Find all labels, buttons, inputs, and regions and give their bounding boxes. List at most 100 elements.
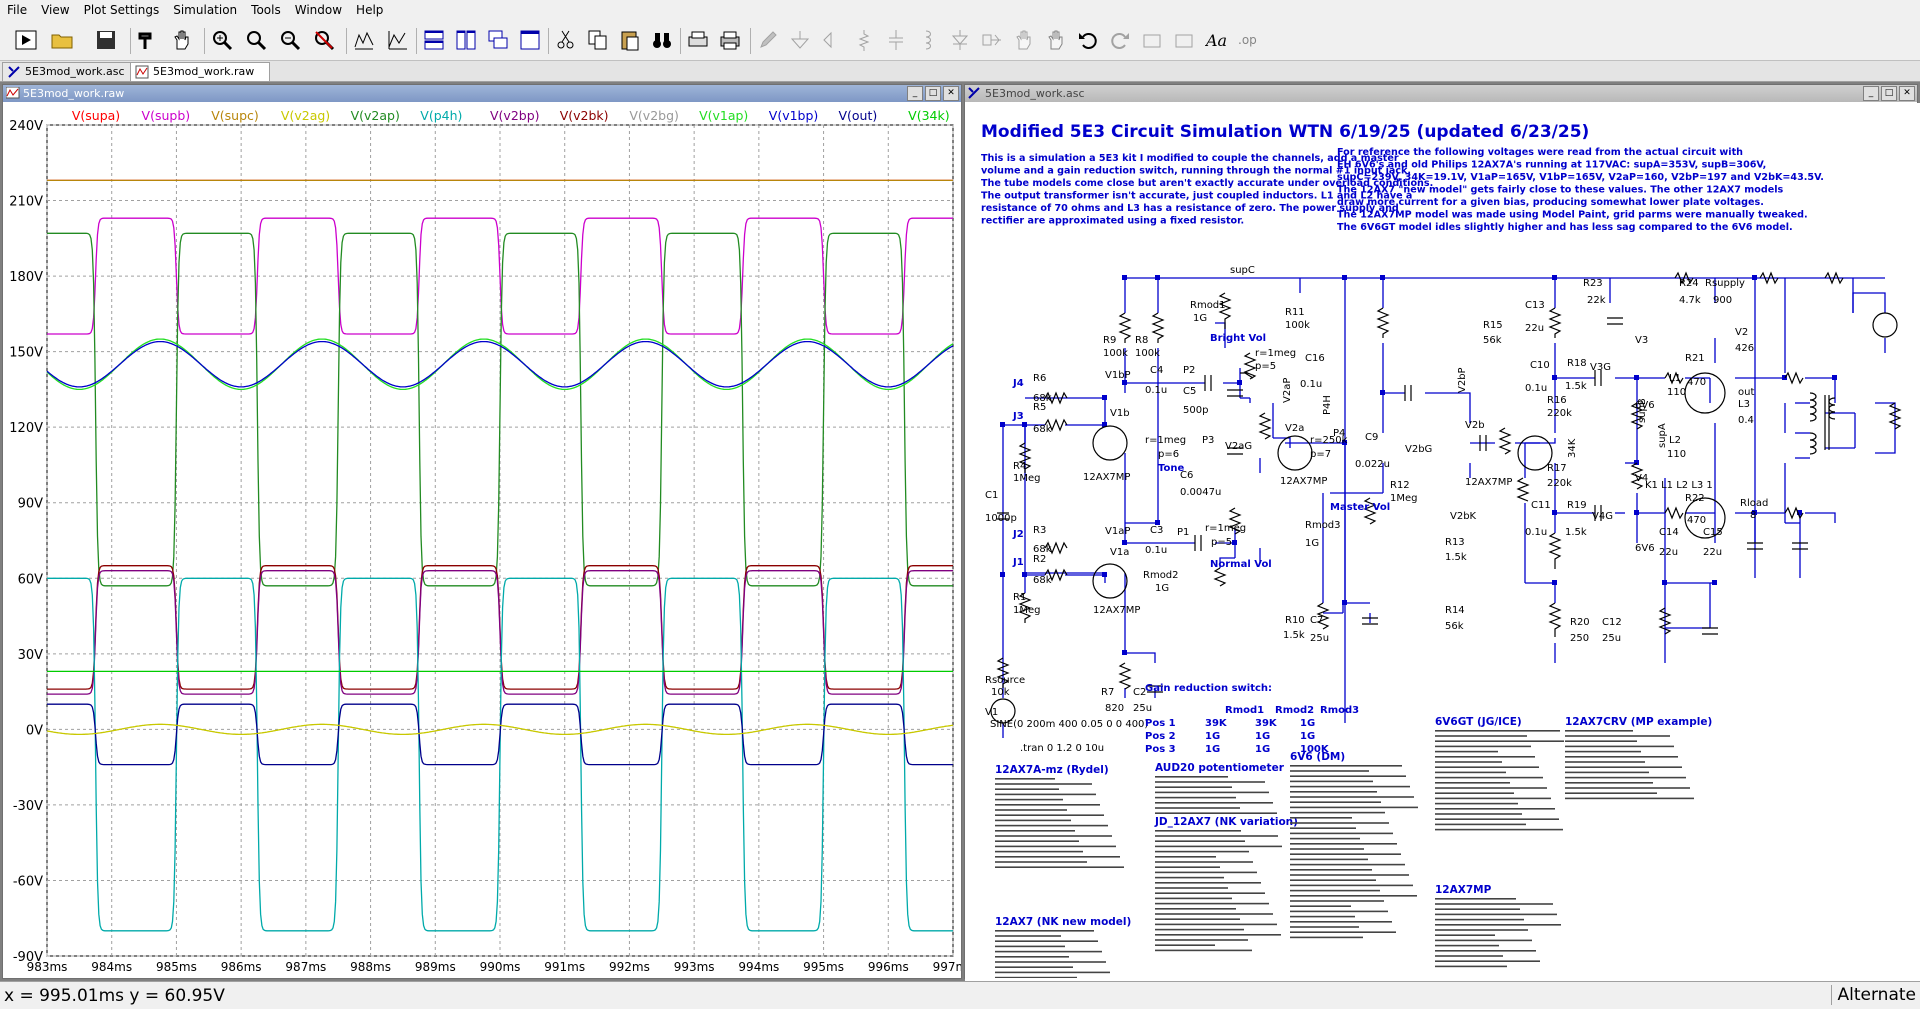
copy-button[interactable] [584, 26, 612, 54]
trace-label[interactable]: V(v2ap) [351, 108, 400, 123]
zoom-cancel-button[interactable] [310, 26, 338, 54]
trace-label[interactable]: V(v2ag) [281, 108, 330, 123]
ground-button[interactable] [786, 26, 814, 54]
waveform-icon [135, 65, 149, 79]
component-label: L3 [1738, 399, 1750, 410]
trace-label[interactable]: V(v1bp) [769, 108, 819, 123]
tab-waveform[interactable]: 5E3mod_work.raw [130, 62, 270, 81]
trace-label[interactable]: V(v2bg) [629, 108, 679, 123]
find-button[interactable] [648, 26, 676, 54]
capacitor-c14 [1747, 542, 1763, 550]
undo-button[interactable] [1074, 26, 1102, 54]
component-label: 100k [1103, 348, 1128, 359]
model-text-line [995, 778, 1055, 780]
model-text-line [1290, 900, 1384, 902]
model-text-line [995, 945, 1065, 948]
resistor-rmod3 [1363, 497, 1377, 525]
trace-label[interactable]: V(v2bk) [560, 108, 609, 123]
trace-label[interactable]: V(supb) [142, 108, 191, 123]
menu-bar: File View Plot Settings Simulation Tools… [0, 0, 1920, 20]
schematic-titlebar[interactable]: 5E3mod_work.asc _ □ ✕ [965, 85, 1917, 102]
status-mode: Alternate [1830, 985, 1916, 1005]
component-label: 12AX7MP [1280, 476, 1327, 487]
model-text-line [1155, 887, 1228, 889]
tile-vertical-button[interactable] [452, 26, 480, 54]
resistor-rsupply [1824, 271, 1844, 285]
maximize-button[interactable]: □ [1881, 86, 1897, 101]
menu-plot-settings[interactable]: Plot Settings [83, 3, 160, 17]
autorange-button[interactable] [350, 26, 378, 54]
menu-file[interactable]: File [7, 3, 28, 17]
menu-help[interactable]: Help [356, 3, 384, 17]
diode-button[interactable] [946, 26, 974, 54]
paste-button[interactable] [616, 26, 644, 54]
close-button[interactable]: ✕ [943, 86, 959, 101]
capacitor-button[interactable] [882, 26, 910, 54]
menu-view[interactable]: View [41, 3, 70, 17]
save-button[interactable] [92, 26, 120, 54]
waveform-titlebar[interactable]: 5E3mod_work.raw _ □ ✕ [3, 85, 961, 102]
move-button[interactable] [1010, 26, 1038, 54]
component-label: 426 [1735, 343, 1754, 354]
trace-label[interactable]: V(p4h) [420, 108, 462, 123]
mirror-button[interactable] [1170, 26, 1198, 54]
trace-label[interactable]: V(out) [838, 108, 877, 123]
print-preview-button[interactable] [684, 26, 712, 54]
component-label: 0.1u [1300, 379, 1322, 390]
close-window-button[interactable] [516, 26, 544, 54]
model-text-line [1435, 797, 1551, 800]
resistor-r14 [1548, 602, 1562, 637]
label-net-button[interactable] [818, 26, 846, 54]
model-text-line [1435, 934, 1495, 936]
trace-label[interactable]: V(v1ap) [699, 108, 748, 123]
control-panel-button[interactable] [134, 26, 162, 54]
trace-line [47, 577, 953, 932]
minimize-button[interactable]: _ [907, 86, 923, 101]
cascade-button[interactable] [484, 26, 512, 54]
rotate-button[interactable] [1138, 26, 1166, 54]
trace-label[interactable]: V(supa) [72, 108, 120, 123]
schematic-svg[interactable]: Modified 5E3 Circuit Simulation WTN 6/19… [965, 103, 1915, 989]
drag-button[interactable] [1042, 26, 1070, 54]
spice-directive-button[interactable]: .op [1234, 26, 1262, 54]
inductor-button[interactable] [914, 26, 942, 54]
menu-window[interactable]: Window [294, 3, 343, 17]
redo-button[interactable] [1106, 26, 1134, 54]
pan-button[interactable] [168, 26, 196, 54]
model-text-line [1565, 771, 1649, 774]
cut-button[interactable] [552, 26, 580, 54]
menu-tools[interactable]: Tools [251, 3, 281, 17]
component-button[interactable] [978, 26, 1006, 54]
add-trace-button[interactable] [384, 26, 412, 54]
zoom-full-button[interactable] [242, 26, 270, 54]
text-button[interactable]: Aa [1202, 26, 1230, 54]
maximize-button[interactable]: □ [925, 86, 941, 101]
zoom-out-button[interactable] [276, 26, 304, 54]
schematic-icon [8, 66, 20, 78]
component-label: V2b [1465, 420, 1485, 431]
close-button[interactable]: ✕ [1899, 86, 1915, 101]
tab-schematic[interactable]: 5E3mod_work.asc [2, 62, 136, 81]
model-text-line [1565, 782, 1653, 784]
minimize-button[interactable]: _ [1863, 86, 1879, 101]
model-text-line [1290, 895, 1417, 897]
open-button[interactable] [48, 26, 76, 54]
schematic-canvas[interactable]: Modified 5E3 Circuit Simulation WTN 6/19… [965, 103, 1920, 989]
tube-v1a [1092, 563, 1128, 599]
zoom-in-button[interactable] [208, 26, 236, 54]
tile-horizontal-button[interactable] [420, 26, 448, 54]
resistor-button[interactable] [850, 26, 878, 54]
run-button[interactable] [12, 26, 40, 54]
copy-icon [588, 30, 607, 50]
trace-label[interactable]: V(34k) [908, 108, 949, 123]
model-text-line [995, 845, 1116, 848]
wire-button[interactable] [754, 26, 782, 54]
print-button[interactable] [716, 26, 744, 54]
menu-simulation[interactable]: Simulation [173, 3, 238, 17]
x-tick-label: 992ms [609, 960, 650, 974]
component-label: R23 [1583, 278, 1603, 289]
waveform-svg[interactable]: 240V210V180V150V120V90V60V30V0V-30V-60V-… [3, 103, 973, 978]
trace-label[interactable]: V(supc) [211, 108, 259, 123]
trace-label[interactable]: V(v2bp) [490, 108, 540, 123]
